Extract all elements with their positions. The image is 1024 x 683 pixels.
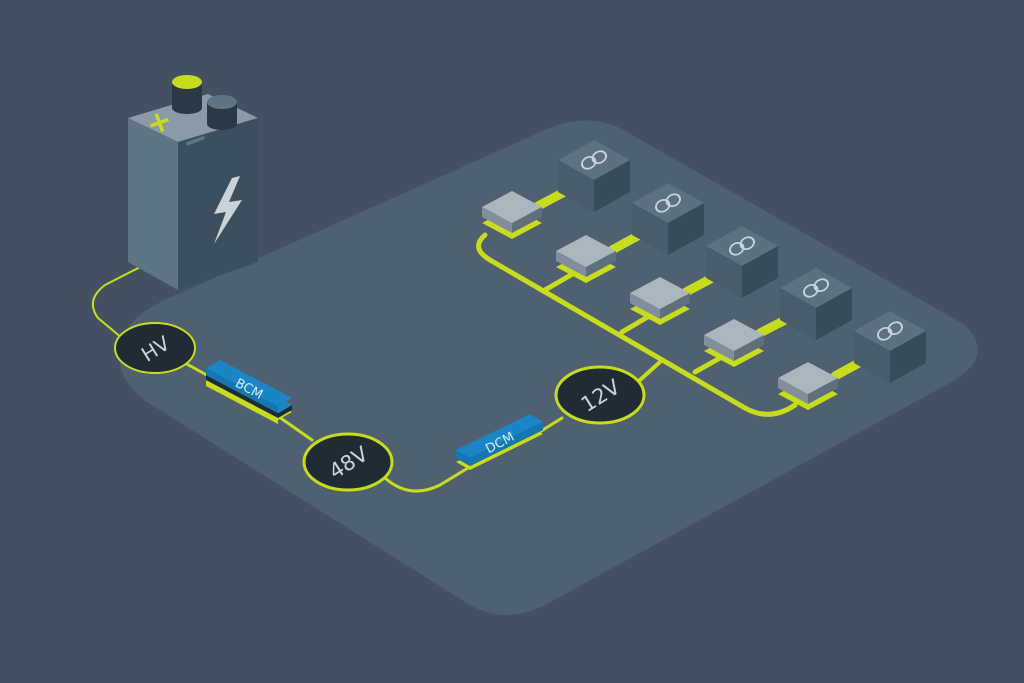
12v-node: 12V <box>554 365 646 425</box>
bcm-converter: BCM <box>206 360 292 424</box>
battery-positive-terminal <box>172 75 202 114</box>
12v-to-bus-wire <box>638 360 662 382</box>
load-connector <box>482 191 542 239</box>
load-connector <box>630 277 690 325</box>
load-box <box>706 226 778 298</box>
bus-wire-main <box>476 232 798 417</box>
load-box <box>558 140 630 212</box>
48v-to-dcm-wire <box>383 466 470 493</box>
lightning-bolt-icon <box>214 176 242 244</box>
loads <box>482 140 926 410</box>
load-connector <box>556 235 616 283</box>
battery: + − <box>128 75 258 290</box>
load-connector <box>778 362 838 410</box>
load-box <box>780 268 852 340</box>
hv-node: HV <box>114 322 196 374</box>
battery-wire <box>91 257 159 339</box>
battery-negative-terminal <box>207 95 237 130</box>
48v-node: 48V <box>302 432 394 492</box>
load-box <box>632 183 704 255</box>
load-box <box>854 311 926 383</box>
load-connector <box>704 319 764 367</box>
dcm-converter: DCM <box>456 414 543 470</box>
